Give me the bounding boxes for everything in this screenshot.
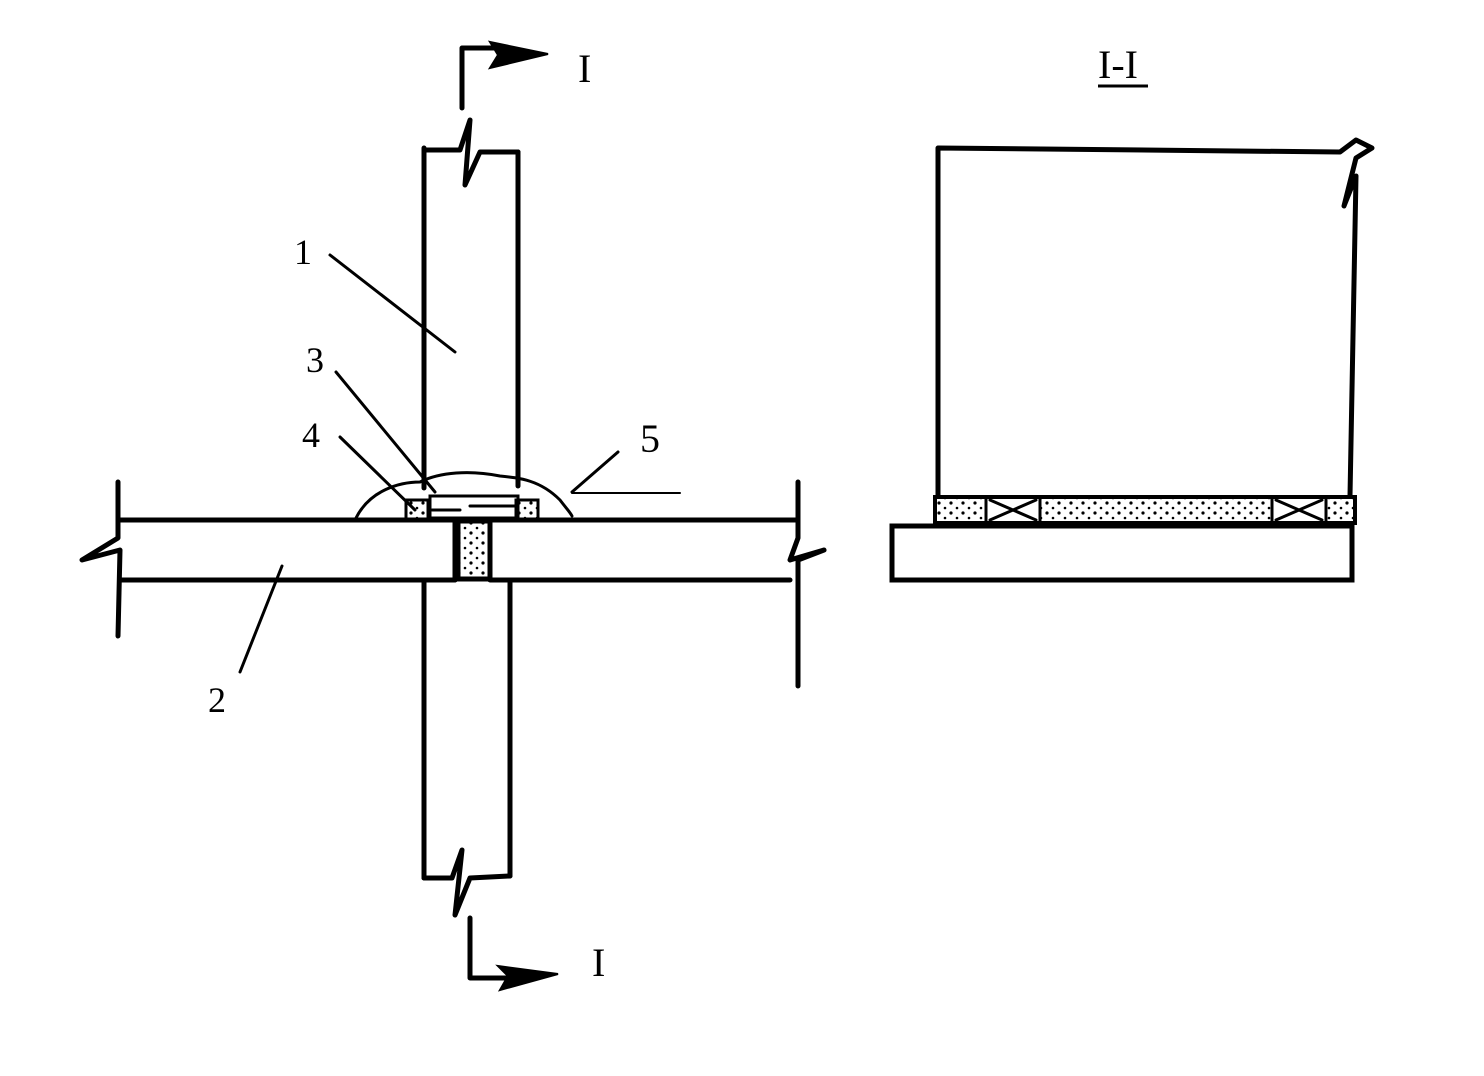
section-joint-layer xyxy=(933,495,1357,525)
callout-label-4: 4 xyxy=(302,415,320,455)
callout-label-3: 3 xyxy=(306,340,324,380)
vertical-wall-upper xyxy=(421,117,521,491)
leader-3 xyxy=(334,370,437,494)
joint-filler xyxy=(455,518,493,582)
leader-2 xyxy=(238,564,284,674)
callout-label-5: 5 xyxy=(640,416,660,461)
callout-label-2: 2 xyxy=(208,680,226,720)
sealant-mound xyxy=(354,471,574,520)
section-arrow-top xyxy=(459,40,549,111)
callout-label-1: 1 xyxy=(294,232,312,272)
seal-block-right xyxy=(514,498,540,522)
section-mark-bottom: I xyxy=(592,940,605,985)
leader-1 xyxy=(328,253,457,354)
section-mark-top: I xyxy=(578,46,591,91)
leader-5 xyxy=(570,450,620,494)
leader-4 xyxy=(338,435,417,512)
vertical-wall-lower xyxy=(421,579,513,918)
section-base-slab xyxy=(889,523,1355,583)
section-arrow-bottom xyxy=(467,915,559,992)
section-title: I-I xyxy=(1098,42,1138,87)
section-wall-panel xyxy=(935,137,1375,499)
section-view: I-I xyxy=(889,42,1375,583)
plan-view: I I 1 2 3 4 5 xyxy=(79,40,827,992)
